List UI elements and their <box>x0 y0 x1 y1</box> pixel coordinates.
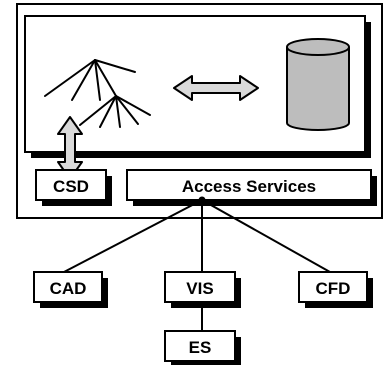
csd-box: CSD <box>35 169 112 206</box>
junction-dot <box>198 196 206 204</box>
cfd-box: CFD <box>298 271 373 308</box>
database-cylinder-icon <box>286 38 350 131</box>
cad-label: CAD <box>50 279 87 298</box>
access-services-label: Access Services <box>182 177 316 196</box>
es-label: ES <box>189 338 212 357</box>
vis-box: VIS <box>164 271 241 308</box>
csd-label: CSD <box>53 177 89 196</box>
access-services-box: Access Services <box>126 169 377 206</box>
es-box: ES <box>164 330 241 365</box>
cfd-label: CFD <box>316 279 351 298</box>
vis-label: VIS <box>186 279 213 298</box>
cad-box: CAD <box>33 271 108 308</box>
tree-hierarchy-icon <box>44 59 151 128</box>
double-headed-arrow-icon <box>173 75 259 101</box>
connection-lines <box>63 199 331 331</box>
